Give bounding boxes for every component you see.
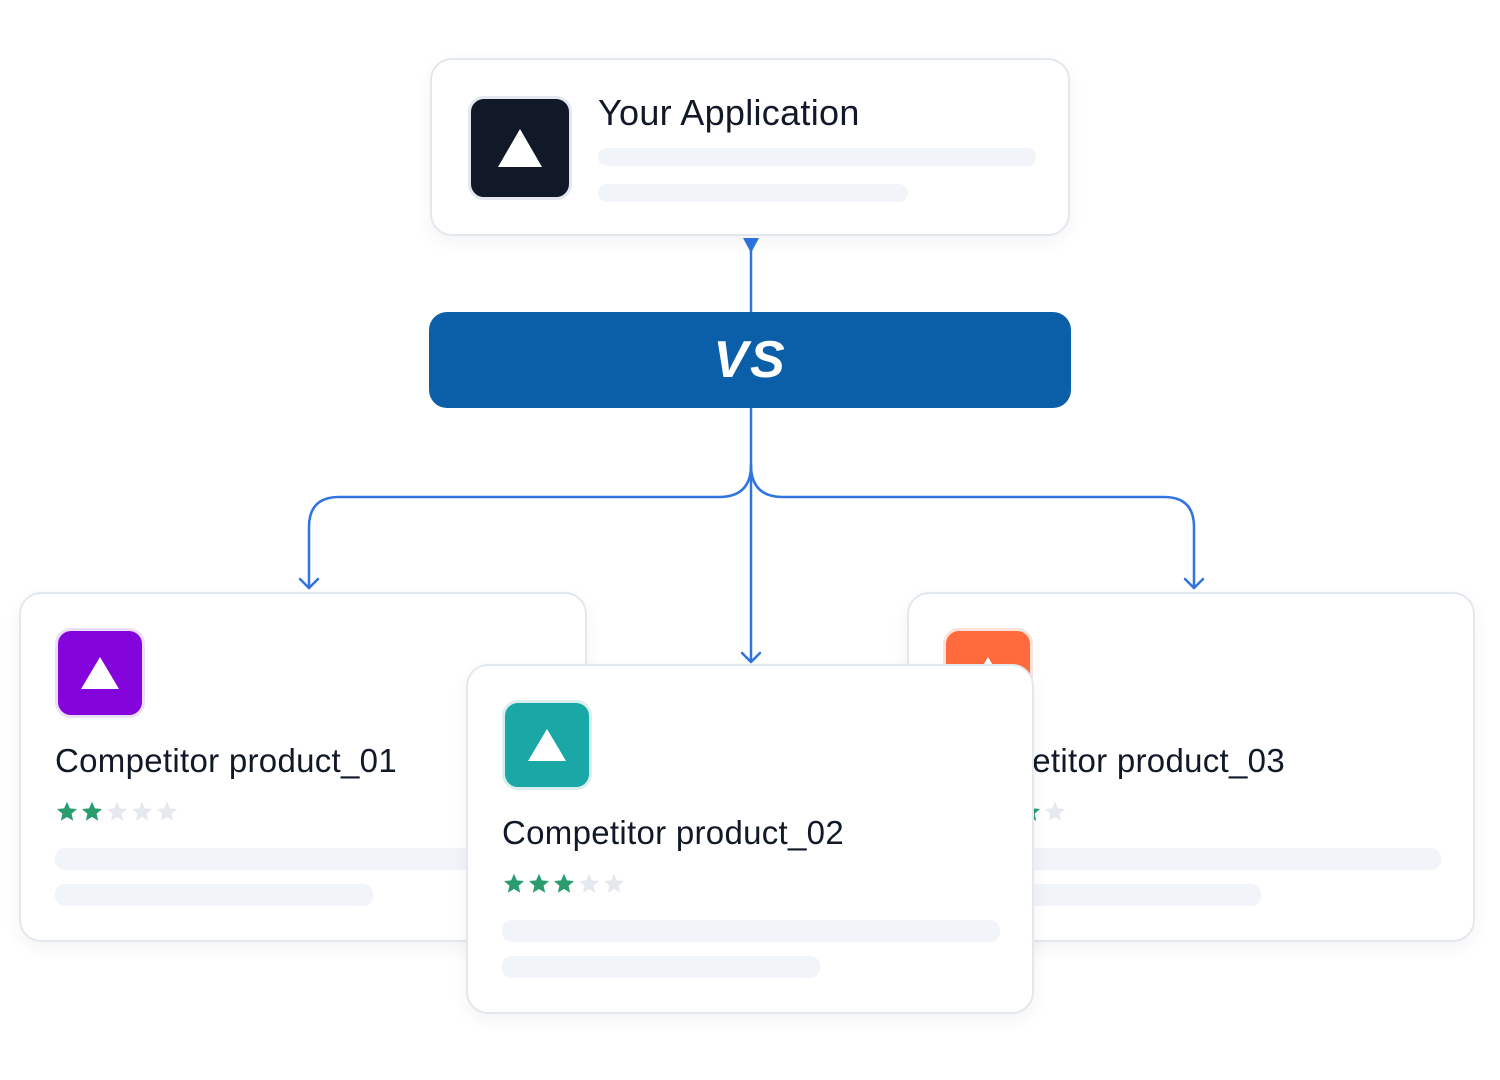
star-empty-icon	[157, 801, 177, 821]
star-filled-icon	[504, 873, 524, 893]
competitor-card-02: Competitor product_02	[466, 664, 1034, 1014]
triangle-icon	[81, 657, 119, 689]
star-empty-icon	[579, 873, 599, 893]
star-empty-icon	[604, 873, 624, 893]
competitor-logo-02	[502, 700, 592, 790]
triangle-icon	[498, 129, 542, 167]
arrow-up-icon	[743, 238, 759, 253]
competitor-title-02: Competitor product_02	[502, 814, 844, 851]
arrow-left-icon	[298, 577, 320, 590]
app-logo	[468, 96, 572, 200]
star-empty-icon	[107, 801, 127, 821]
rating-stars-02	[502, 872, 626, 896]
placeholder-line	[502, 920, 1000, 942]
placeholder-line	[502, 956, 820, 978]
competitor-title-01: Competitor product_01	[55, 742, 397, 779]
competitor-card-01: Competitor product_01	[19, 592, 587, 942]
star-filled-icon	[554, 873, 574, 893]
rating-stars-01	[55, 800, 179, 824]
connector-left	[307, 463, 753, 590]
connector-right	[749, 463, 1196, 590]
vs-label: VS	[713, 331, 787, 389]
competitor-logo-01	[55, 628, 145, 718]
placeholder-line	[55, 848, 555, 870]
star-filled-icon	[57, 801, 77, 821]
placeholder-line	[598, 148, 1036, 166]
placeholder-line	[943, 848, 1441, 870]
arrow-middle-icon	[740, 651, 762, 664]
star-empty-icon	[1045, 801, 1065, 821]
arrow-right-icon	[1183, 577, 1205, 590]
vs-banner: VS	[429, 312, 1071, 408]
star-filled-icon	[82, 801, 102, 821]
star-empty-icon	[132, 801, 152, 821]
placeholder-line	[598, 184, 908, 202]
star-filled-icon	[529, 873, 549, 893]
app-card: Your Application	[430, 58, 1070, 236]
placeholder-line	[55, 884, 373, 906]
app-title: Your Application	[598, 92, 860, 133]
triangle-icon	[528, 729, 566, 761]
